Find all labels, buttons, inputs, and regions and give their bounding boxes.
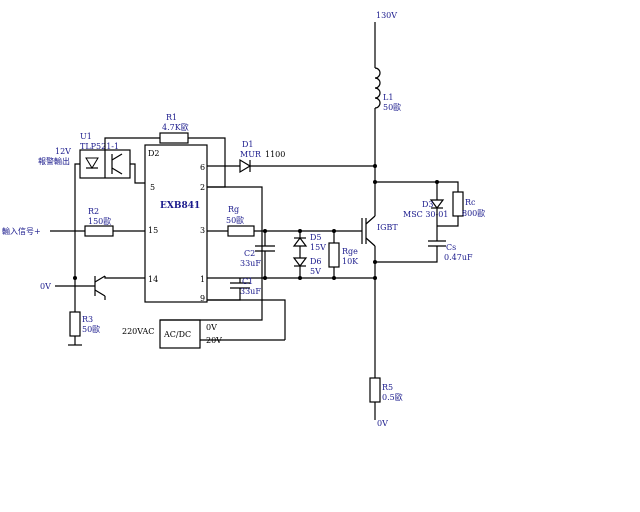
ac-dc-label: AC/DC bbox=[163, 330, 191, 339]
d6-ref: D6 bbox=[310, 257, 322, 266]
pin-15-label: 15 bbox=[148, 226, 158, 235]
d1-diode: D1 MUR 1100 bbox=[239, 140, 285, 174]
d5-ref: D5 bbox=[310, 233, 322, 242]
r5-ref: R5 bbox=[382, 383, 393, 392]
rg-resistor: Rg 50歐 bbox=[226, 205, 255, 237]
rge-ref: Rge bbox=[342, 247, 358, 256]
c2-capacitor: C2 33uF bbox=[240, 245, 275, 268]
igbt-transistor: IGBT bbox=[361, 215, 398, 247]
alarm-output-label: 報警輸出 bbox=[38, 156, 70, 166]
d3-ref: D3 bbox=[422, 200, 434, 209]
pin-2-label: 2 bbox=[200, 183, 205, 192]
zener-pair: D5 15V D6 5V bbox=[292, 231, 326, 278]
rg-ref: Rg bbox=[228, 205, 239, 214]
c1-ref: C1 bbox=[242, 277, 253, 286]
d6-icon bbox=[292, 257, 308, 267]
exb841-body bbox=[144, 144, 208, 303]
igbt-label: IGBT bbox=[377, 223, 398, 232]
pin-9-label: 9 bbox=[200, 294, 205, 303]
d1-rating: 1100 bbox=[265, 150, 285, 159]
pin-1-label: 1 bbox=[200, 275, 205, 284]
psu-0v-label: 0V bbox=[206, 323, 217, 332]
r2-resistor: R2 150歐 bbox=[84, 207, 114, 237]
exb841-label: EXB841 bbox=[160, 201, 200, 211]
rg-value: 50歐 bbox=[226, 215, 244, 225]
junction-dots bbox=[73, 164, 439, 280]
alarm-transistor bbox=[94, 275, 106, 297]
r3-resistor: R3 50歐 bbox=[69, 311, 100, 337]
d1-icon bbox=[239, 158, 252, 174]
u1-part-label: TLP521-1 bbox=[80, 142, 119, 151]
r3-value: 50歐 bbox=[82, 324, 100, 334]
r5-resistor: R5 0.5歐 bbox=[369, 377, 403, 403]
exb841-ic: EXB841 D2 5 15 14 6 2 3 1 9 bbox=[144, 144, 208, 303]
pin-6-label: 6 bbox=[200, 163, 205, 172]
c1-value: 33uF bbox=[240, 287, 261, 296]
c2-value: 33uF bbox=[240, 259, 261, 268]
bottom-voltage-label: 0V bbox=[377, 419, 388, 428]
top-voltage-label: 130V bbox=[376, 11, 397, 20]
cs-capacitor: Cs 0.47uF bbox=[428, 240, 473, 262]
rc-ref: Rc bbox=[465, 198, 476, 207]
input-signal-label: 輸入信号+ bbox=[2, 226, 41, 236]
d5-icon bbox=[292, 237, 308, 247]
r1-ref: R1 bbox=[166, 113, 177, 122]
pin-3-label: 3 bbox=[200, 226, 205, 235]
r1-value: 4.7K歐 bbox=[162, 122, 189, 132]
d1-ref: D1 bbox=[242, 140, 254, 149]
d1-part: MUR bbox=[240, 150, 262, 159]
r3-ref: R3 bbox=[82, 315, 93, 324]
r5-value: 0.5歐 bbox=[382, 392, 403, 402]
d5-value: 15V bbox=[310, 243, 326, 252]
cs-value: 0.47uF bbox=[444, 253, 473, 262]
d3-icon bbox=[429, 199, 445, 209]
cs-ref: Cs bbox=[446, 243, 456, 252]
u1-optocoupler: U1 TLP521-1 12V 報警輸出 bbox=[38, 132, 131, 179]
u1-input-voltage: 12V bbox=[55, 147, 71, 156]
rge-resistor: Rge 10K bbox=[328, 242, 359, 268]
l1-ref: L1 bbox=[383, 93, 393, 102]
ov-left-label: 0V bbox=[40, 282, 51, 291]
rge-value: 10K bbox=[342, 257, 359, 266]
pin-5-label: 5 bbox=[150, 183, 155, 192]
d3-part: MSC 30-01 bbox=[403, 210, 448, 219]
pin-14-label: 14 bbox=[148, 275, 158, 284]
c1-capacitor: C1 33uF bbox=[230, 277, 261, 296]
r2-ref: R2 bbox=[88, 207, 99, 216]
l1-value: 50歐 bbox=[383, 102, 401, 112]
ac-dc-module: AC/DC 220VAC 0V 20V bbox=[122, 319, 222, 349]
rc-resistor: Rc 800歐 bbox=[452, 191, 485, 218]
c2-ref: C2 bbox=[244, 249, 255, 258]
d2-label: D2 bbox=[148, 149, 160, 158]
u1-led-icon bbox=[85, 157, 99, 169]
r1-resistor: R1 4.7K歐 bbox=[159, 113, 189, 144]
u1-ref-label: U1 bbox=[80, 132, 92, 141]
l1-inductor: L1 50歐 bbox=[374, 67, 401, 112]
d6-value: 5V bbox=[310, 267, 321, 276]
ac-input-label: 220VAC bbox=[122, 327, 154, 336]
r2-value: 150歐 bbox=[88, 216, 111, 226]
d3-diode: D3 MSC 30-01 bbox=[403, 199, 448, 219]
inductor-icon bbox=[374, 67, 381, 109]
rc-value: 800歐 bbox=[462, 208, 485, 218]
